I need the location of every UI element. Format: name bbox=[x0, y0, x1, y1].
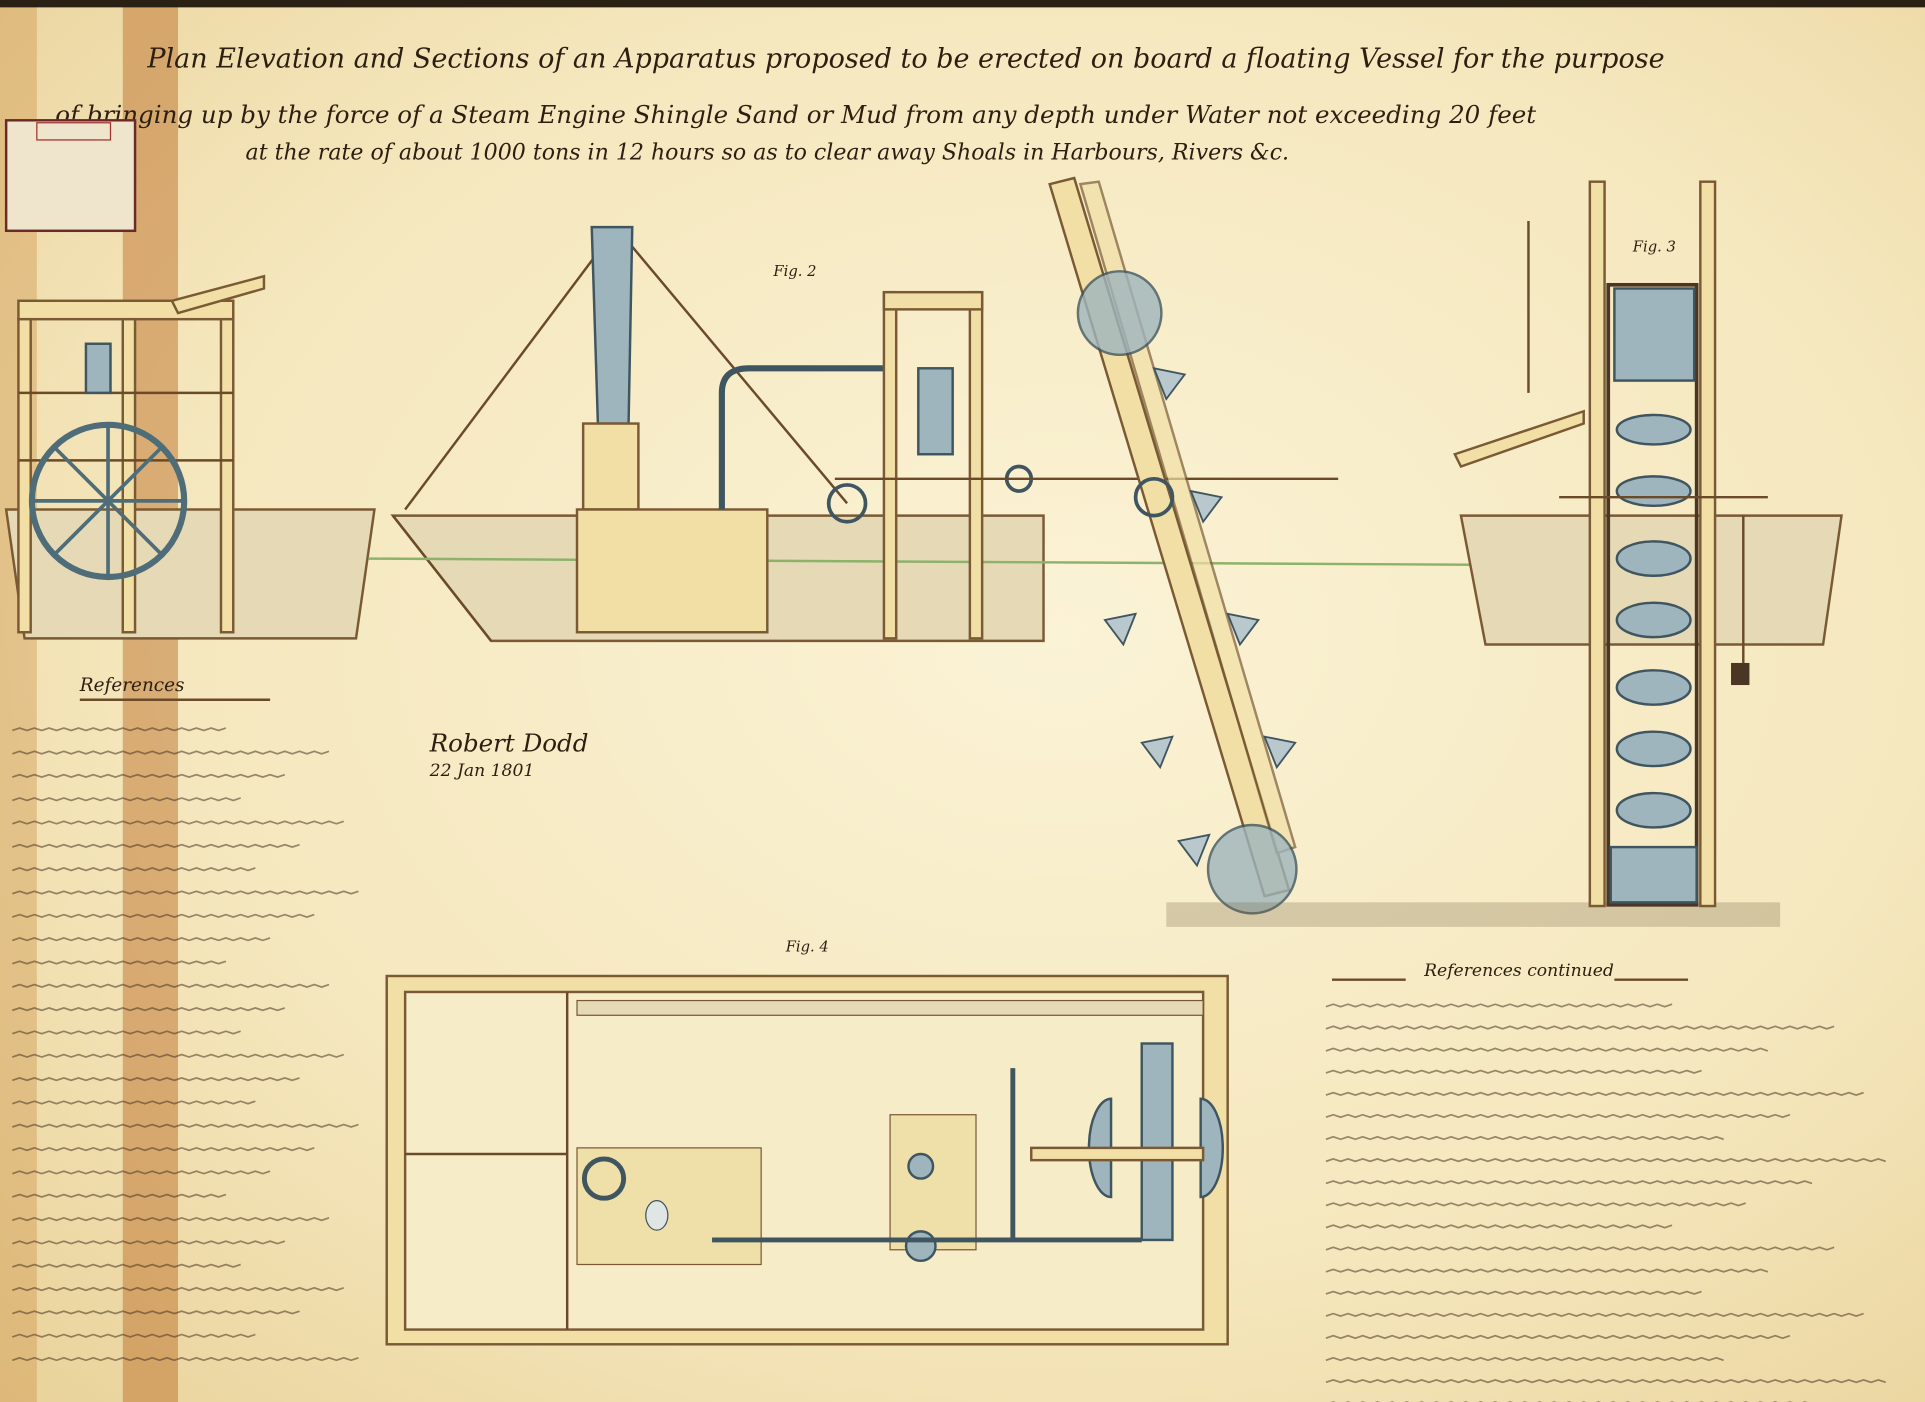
handwritten-line bbox=[12, 1310, 300, 1315]
handwritten-line bbox=[1325, 1135, 1724, 1141]
handwritten-line bbox=[1325, 1113, 1791, 1119]
handwritten-line bbox=[12, 867, 256, 872]
title-line-1: Plan Elevation and Sections of an Appara… bbox=[146, 44, 1664, 75]
handwritten-line bbox=[12, 727, 227, 732]
title-line-3: at the rate of about 1000 tons in 12 hou… bbox=[246, 140, 1290, 166]
handwritten-line bbox=[12, 750, 330, 755]
handwritten-line bbox=[12, 1216, 330, 1222]
handwritten-line bbox=[12, 820, 345, 825]
handwritten-line bbox=[12, 1146, 315, 1152]
handwritten-line bbox=[12, 1170, 271, 1175]
title-line-2: of bringing up by the force of a Steam E… bbox=[55, 100, 1536, 129]
handwritten-line bbox=[1325, 1246, 1835, 1251]
edge-stain bbox=[0, 0, 37, 1402]
signature-name: Robert Dodd bbox=[429, 728, 589, 757]
handwritten-line bbox=[12, 1076, 300, 1082]
handwritten-line bbox=[1325, 1224, 1673, 1229]
handwritten-line bbox=[1325, 1025, 1835, 1030]
fig3-label: Fig. 3 bbox=[1632, 239, 1676, 256]
handwritten-line bbox=[12, 913, 315, 918]
references-heading: References bbox=[79, 675, 185, 696]
fig1-section-view bbox=[4, 274, 376, 640]
handwritten-line bbox=[12, 797, 241, 802]
fig4-label: Fig. 4 bbox=[785, 938, 829, 955]
handwritten-line bbox=[1325, 1180, 1813, 1185]
fig2-elevation bbox=[368, 225, 1474, 643]
handwritten-line bbox=[12, 1193, 227, 1198]
fig4-plan-view bbox=[385, 974, 1229, 1346]
handwritten-line bbox=[12, 773, 286, 779]
archive-label bbox=[4, 119, 137, 233]
handwritten-line bbox=[1325, 1158, 1886, 1163]
handwritten-line bbox=[12, 1007, 286, 1012]
fig3-end-section bbox=[1453, 180, 1843, 908]
top-border bbox=[0, 0, 1925, 8]
fig2-label: Fig. 2 bbox=[772, 263, 816, 280]
handwritten-line bbox=[12, 1263, 241, 1268]
handwritten-line bbox=[1325, 1290, 1702, 1295]
handwritten-line bbox=[12, 1100, 256, 1105]
handwritten-line bbox=[1325, 1312, 1864, 1317]
references-continued-heading: References continued bbox=[1423, 961, 1614, 981]
handwritten-line bbox=[1325, 1091, 1864, 1096]
handwritten-line bbox=[12, 1053, 345, 1058]
handwritten-line bbox=[1325, 1069, 1702, 1074]
bucket-ladder-elevation bbox=[1048, 176, 1781, 927]
handwritten-line bbox=[12, 1333, 256, 1338]
handwritten-line bbox=[12, 960, 227, 965]
handwritten-line bbox=[12, 1240, 286, 1245]
handwritten-line bbox=[12, 1356, 359, 1362]
references-text-left bbox=[12, 727, 359, 1362]
handwritten-line bbox=[12, 1123, 359, 1128]
handwritten-line bbox=[12, 937, 271, 942]
handwritten-line bbox=[1325, 1378, 1886, 1384]
references-text-right bbox=[1325, 1003, 1886, 1402]
handwritten-line bbox=[1325, 1268, 1769, 1273]
handwritten-line bbox=[1325, 1003, 1673, 1008]
handwritten-line bbox=[1325, 1356, 1724, 1362]
signature-date: 22 Jan 1801 bbox=[429, 761, 535, 781]
handwritten-line bbox=[1325, 1047, 1769, 1052]
handwritten-line bbox=[12, 983, 330, 988]
handwritten-line bbox=[12, 843, 300, 848]
handwritten-line bbox=[12, 890, 359, 895]
handwritten-line bbox=[12, 1286, 345, 1292]
handwritten-line bbox=[12, 1030, 241, 1035]
handwritten-line bbox=[1325, 1202, 1747, 1207]
handwritten-line bbox=[1325, 1334, 1791, 1340]
